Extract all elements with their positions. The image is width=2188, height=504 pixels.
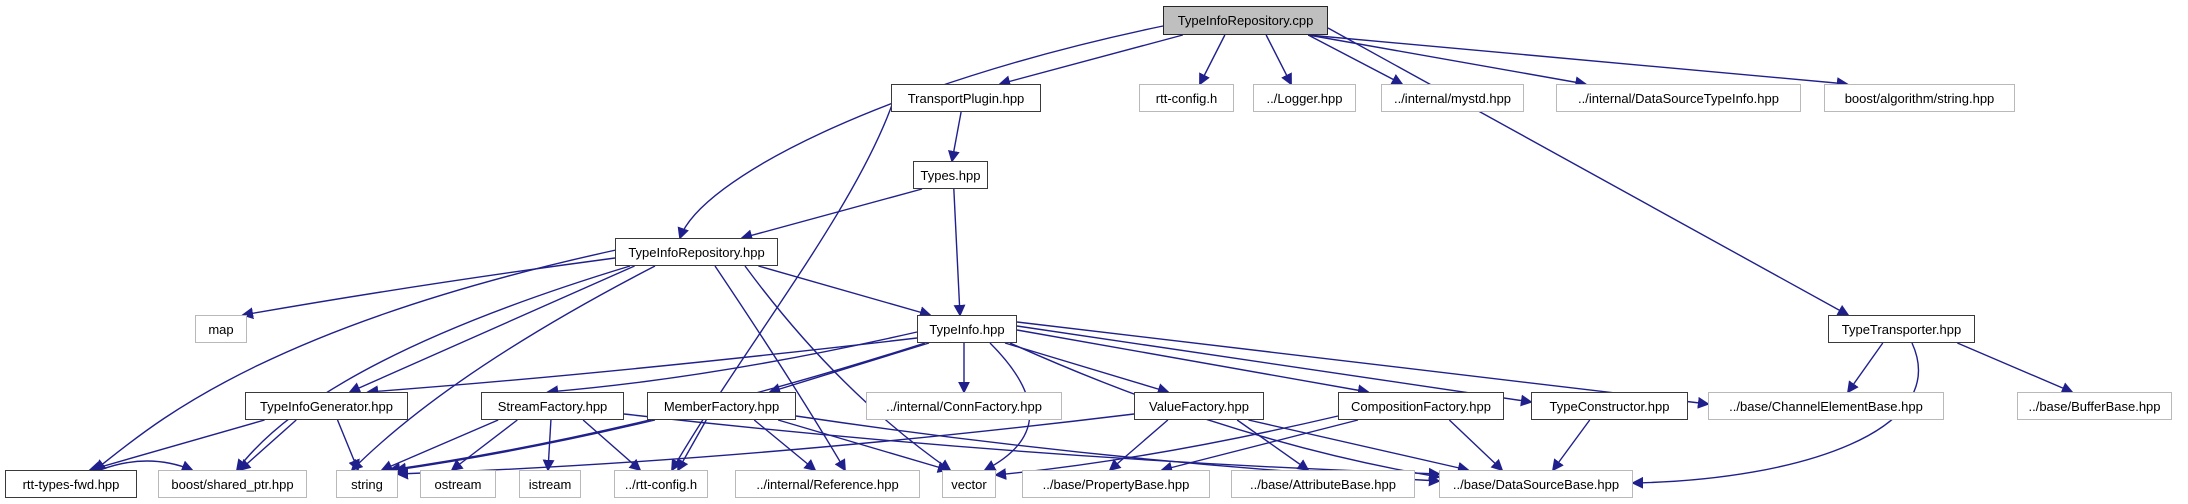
node-typetransporter[interactable]: TypeTransporter.hpp	[1828, 315, 1975, 343]
edge-typetransporter-channelelementbase	[1846, 342, 1884, 394]
node-vector: vector	[942, 470, 996, 498]
edge-root-typetransporter	[1327, 27, 1850, 316]
node-logger: ../Logger.hpp	[1253, 84, 1356, 112]
node-typeinfo[interactable]: TypeInfo.hpp	[917, 315, 1017, 343]
node-sharedptr: boost/shared_ptr.hpp	[158, 470, 307, 498]
edge-typeinfo-typeconstructor	[1016, 325, 1533, 407]
edge-typeinfo-valuefactory	[1004, 342, 1170, 395]
edge-valuefactory-string	[396, 413, 1135, 480]
node-ostream: ostream	[420, 470, 496, 498]
node-mystd: ../internal/mystd.hpp	[1381, 84, 1524, 112]
edge-tig-sharedptr	[238, 419, 297, 472]
node-rttconfig: rtt-config.h	[1139, 84, 1234, 112]
edge-typeconstructor-datasourcebase	[1551, 419, 1591, 472]
edge-memberfactory-vector	[777, 419, 950, 473]
edge-root-mystd	[1307, 34, 1404, 85]
node-map: map	[195, 315, 247, 343]
edge-typeinfo-channelelementbase	[1016, 321, 1710, 409]
node-rttconfig2: ../rtt-config.h	[614, 470, 708, 498]
node-tig[interactable]: TypeInfoGenerator.hpp	[245, 392, 408, 420]
edge-rtttypesfwd-sharedptr	[99, 460, 194, 472]
edge-typeinfo-string	[388, 342, 926, 475]
edge-valuefactory-attributebase	[1236, 419, 1310, 472]
node-memberfactory[interactable]: MemberFactory.hpp	[647, 392, 796, 420]
edge-tig-rtttypesfwd	[88, 419, 265, 473]
edge-root-tir_hpp	[677, 25, 1164, 240]
edge-tir_hpp-sharedptr	[235, 265, 631, 472]
edge-typetransporter-datasourcebase	[1631, 342, 1920, 489]
edge-root-transportplugin	[998, 34, 1183, 88]
edge-root-logger	[1265, 34, 1292, 86]
edge-typeinfo-compositionfactory	[1016, 329, 1370, 397]
edge-transportplugin-rttconfig2	[671, 101, 894, 472]
edge-root-boostalg	[1308, 34, 1849, 90]
node-reference: ../internal/Reference.hpp	[735, 470, 920, 498]
node-boostalg: boost/algorithm/string.hpp	[1824, 84, 2015, 112]
edge-streamfactory-ostream	[450, 419, 518, 472]
edge-root-rttconfig	[1199, 34, 1226, 86]
node-dsti: ../internal/DataSourceTypeInfo.hpp	[1556, 84, 1801, 112]
node-istream: istream	[519, 470, 581, 498]
edge-valuefactory-datasourcebase	[1248, 419, 1470, 474]
edge-memberfactory-rttconfig2	[677, 419, 707, 472]
node-types[interactable]: Types.hpp	[913, 161, 988, 189]
edge-root-dsti	[1308, 34, 1588, 89]
node-valuefactory[interactable]: ValueFactory.hpp	[1134, 392, 1264, 420]
node-propertybase: ../base/PropertyBase.hpp	[1022, 470, 1210, 498]
edge-memberfactory-string	[394, 419, 656, 475]
node-typeconstructor[interactable]: TypeConstructor.hpp	[1531, 392, 1688, 420]
node-transportplugin[interactable]: TransportPlugin.hpp	[891, 84, 1041, 112]
node-string: string	[336, 470, 398, 498]
edge-tig-string	[336, 419, 360, 472]
node-attributebase: ../base/AttributeBase.hpp	[1231, 470, 1415, 498]
edge-streamfactory-string	[380, 419, 499, 472]
edge-transportplugin-types	[947, 111, 962, 163]
edge-tir_hpp-string	[350, 265, 656, 472]
edge-tir_hpp-rtttypesfwd	[93, 249, 617, 472]
edge-typeinfo-tig	[366, 337, 918, 398]
node-rtttypesfwd[interactable]: rtt-types-fwd.hpp	[5, 470, 137, 498]
edge-streamfactory-istream	[542, 419, 555, 472]
edge-typeinfo-streamfactory	[546, 331, 918, 398]
edge-valuefactory-propertybase	[1108, 419, 1169, 472]
edge-memberfactory-reference	[753, 419, 817, 472]
edge-tir_hpp-map	[241, 257, 616, 320]
node-bufferbase: ../base/BufferBase.hpp	[2017, 392, 2172, 420]
edge-compositionfactory-propertybase	[1160, 419, 1359, 474]
node-connfactory: ../internal/ConnFactory.hpp	[866, 392, 1062, 420]
node-tir_hpp[interactable]: TypeInfoRepository.hpp	[615, 238, 778, 266]
edge-types-tir_hpp	[740, 188, 923, 242]
edge-tir_hpp-reference	[714, 265, 846, 472]
node-channelelementbase: ../base/ChannelElementBase.hpp	[1708, 392, 1944, 420]
edge-tir_hpp-tig	[348, 265, 635, 394]
edge-tir_hpp-typeinfo	[758, 265, 932, 318]
edge-typetransporter-bufferbase	[1957, 342, 2074, 394]
edge-compositionfactory-datasourcebase	[1448, 419, 1504, 472]
node-compositionfactory[interactable]: CompositionFactory.hpp	[1338, 392, 1504, 420]
edge-types-typeinfo	[953, 188, 966, 317]
node-datasourcebase: ../base/DataSourceBase.hpp	[1439, 470, 1633, 498]
edge-tir_hpp-vector	[744, 265, 952, 472]
node-streamfactory[interactable]: StreamFactory.hpp	[481, 392, 624, 420]
node-root: TypeInfoRepository.cpp	[1163, 6, 1328, 35]
edge-typeinfo-memberfactory	[768, 342, 930, 395]
edge-typeinfo-datasourcebase	[1009, 342, 1441, 482]
edge-streamfactory-datasourcebase	[623, 413, 1441, 480]
